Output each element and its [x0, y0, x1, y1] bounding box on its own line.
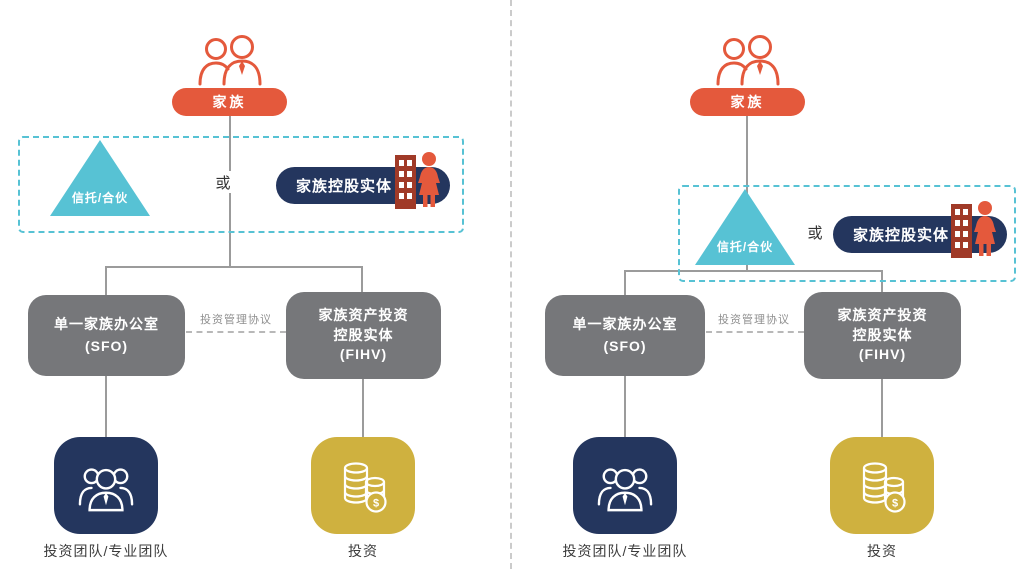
holding-label: 家族控股实体	[296, 178, 393, 195]
fihv-label-line: 家族资产投资	[837, 307, 928, 324]
family-label: 家族	[730, 94, 765, 110]
family-label: 家族	[212, 94, 247, 110]
building-and-owner-icon	[395, 152, 440, 209]
ownership-options-group	[18, 136, 464, 233]
investment-caption: 投资	[348, 543, 378, 559]
family-node: 家族	[690, 88, 805, 116]
investment-team-node	[54, 437, 158, 534]
trust-label: 信托/合伙	[716, 240, 774, 254]
sfo-label-line: 单一家族办公室	[54, 315, 159, 332]
sfo-node: 单一家族办公室 (SFO)	[28, 295, 185, 376]
coin-stacks-icon: $	[343, 461, 387, 513]
agreement-dashed-connector	[706, 331, 804, 333]
family-node: 家族	[172, 88, 287, 116]
investment-team-node	[573, 437, 677, 534]
tie-detail	[757, 61, 763, 75]
building-and-owner-icon	[951, 201, 996, 258]
coin-stacks-icon: $	[862, 461, 906, 513]
family-holding-entity-node: 家族控股实体	[276, 167, 450, 204]
team-caption: 投资团队/专业团队	[43, 543, 169, 559]
investment-node: $	[830, 437, 934, 534]
connector-line	[624, 270, 883, 272]
investment-management-agreement-label: 投资管理协议	[200, 314, 272, 326]
connector-line	[361, 266, 363, 296]
or-text: 或	[807, 224, 823, 242]
fihv-label-line: 控股实体	[852, 326, 913, 343]
fihv-label-line: (FIHV)	[339, 346, 388, 363]
tie-detail	[239, 61, 245, 75]
connector-line	[105, 266, 363, 268]
three-people-icon	[597, 467, 653, 511]
family-couple-icon	[198, 35, 262, 86]
trust-label: 信托/合伙	[71, 191, 129, 205]
connector-line	[624, 270, 626, 296]
connector-line	[881, 270, 883, 296]
fihv-label-line: 控股实体	[333, 326, 394, 343]
connector-line	[624, 376, 626, 437]
investment-caption: 投资	[867, 543, 897, 559]
svg-text:$: $	[373, 497, 379, 509]
ownership-options-group	[678, 185, 1016, 282]
investment-management-agreement-label: 投资管理协议	[718, 314, 790, 326]
investment-node: $	[311, 437, 415, 534]
fihv-node: 家族资产投资 控股实体 (FIHV)	[286, 292, 441, 379]
fihv-node: 家族资产投资 控股实体 (FIHV)	[804, 292, 961, 379]
sfo-node: 单一家族办公室 (SFO)	[545, 295, 705, 376]
or-label: 或	[798, 221, 832, 243]
or-label: 或	[206, 171, 240, 193]
team-caption: 投资团队/专业团队	[562, 543, 688, 559]
three-people-icon	[78, 467, 134, 511]
connector-line	[881, 379, 883, 437]
sfo-label-line: 单一家族办公室	[572, 315, 678, 332]
connector-line	[105, 266, 107, 296]
connector-line	[362, 379, 364, 437]
panel-divider	[510, 0, 512, 569]
agreement-dashed-connector	[186, 331, 286, 333]
holding-label: 家族控股实体	[853, 227, 950, 244]
family-couple-icon	[716, 35, 780, 86]
sfo-label-line: (SFO)	[603, 337, 647, 354]
fihv-label-line: 家族资产投资	[318, 307, 409, 324]
fihv-label-line: (FIHV)	[858, 346, 907, 363]
or-text: 或	[215, 174, 231, 192]
connector-line	[105, 376, 107, 437]
sfo-label-line: (SFO)	[84, 337, 129, 354]
svg-text:$: $	[892, 497, 898, 509]
